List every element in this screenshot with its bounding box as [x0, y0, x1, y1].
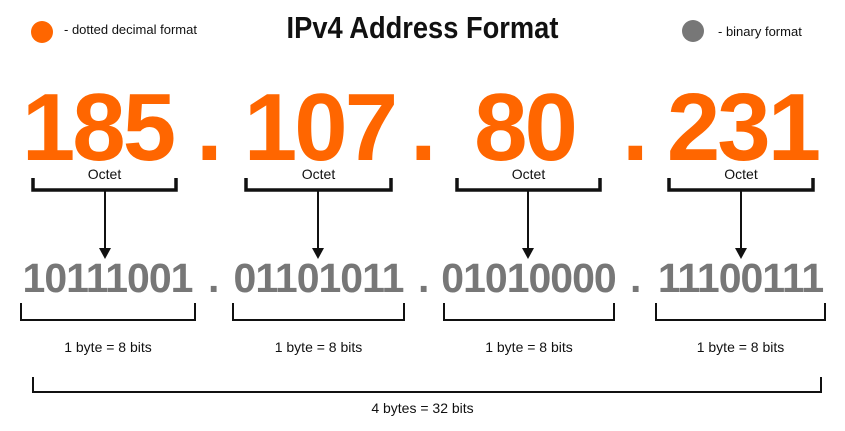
octet-label: Octet	[301, 166, 336, 182]
binary-octet-1: 10111001	[22, 255, 194, 301]
octet-label: Octet	[87, 166, 122, 182]
arrow-down-icon	[99, 248, 111, 259]
byte-label: 1 byte = 8 bits	[485, 339, 573, 355]
byte-bracket	[20, 303, 196, 321]
decimal-octet-2: 107	[243, 74, 398, 181]
total-bracket	[32, 377, 822, 393]
octet-bracket	[667, 178, 815, 192]
octet-label: Octet	[511, 166, 546, 182]
byte-label: 1 byte = 8 bits	[696, 339, 785, 355]
total-bits-label: 4 bytes = 32 bits	[371, 400, 474, 416]
binary-octet-2: 01101011	[233, 255, 405, 301]
decimal-separator: .	[196, 74, 223, 181]
binary-separator: .	[208, 255, 220, 301]
decimal-separator: .	[410, 74, 437, 181]
byte-bracket	[443, 303, 615, 321]
decimal-octet-3: 80	[474, 74, 578, 181]
arrow-down-icon	[522, 248, 534, 259]
binary-separator: .	[418, 255, 430, 301]
byte-bracket	[655, 303, 826, 321]
octet-bracket	[31, 178, 178, 192]
binary-octet-4: 11100111	[657, 255, 824, 301]
arrow-down-icon	[312, 248, 324, 259]
arrow-down-icon	[735, 248, 747, 259]
legend-decimal-label: - dotted decimal format	[64, 22, 197, 37]
binary-separator: .	[630, 255, 642, 301]
page-title: IPv4 Address Format	[286, 10, 559, 45]
gray-legend-dot-icon	[682, 20, 704, 42]
octet-label: Octet	[724, 166, 758, 182]
decimal-separator: .	[622, 74, 649, 181]
byte-label: 1 byte = 8 bits	[274, 339, 363, 355]
decimal-octet-1: 185	[21, 74, 176, 181]
orange-legend-dot-icon	[31, 21, 53, 43]
octet-bracket	[455, 178, 602, 192]
binary-octet-3: 01010000	[441, 255, 616, 301]
legend-binary-label: - binary format	[718, 24, 802, 39]
byte-label: 1 byte = 8 bits	[64, 339, 152, 355]
octet-bracket	[244, 178, 393, 192]
byte-bracket	[232, 303, 405, 321]
decimal-octet-4: 231	[666, 74, 821, 181]
